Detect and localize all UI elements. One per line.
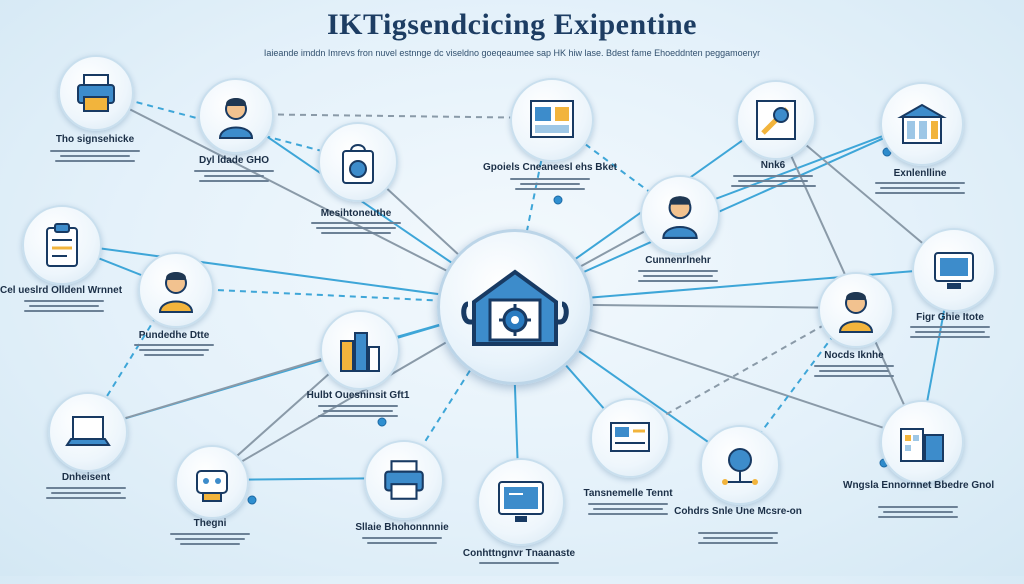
node-n19-caption <box>858 506 978 528</box>
node-n19-label: Wngsla Ennornnet Bbedre Gnol <box>843 480 995 491</box>
computer-icon <box>498 481 544 522</box>
node-n13-caption <box>26 487 146 509</box>
node-n11-label: Figr Ghie Itote <box>916 312 984 323</box>
office-icon <box>900 428 944 462</box>
node-n19 <box>880 400 964 484</box>
node-n2-label: Dyl ldade GHO <box>198 155 269 166</box>
monitor-icon <box>934 252 974 289</box>
printer-icon <box>77 74 115 112</box>
network-icon <box>722 448 758 485</box>
node-n17 <box>590 398 670 478</box>
node-n15-label: Sllaie Bhohonnnnie <box>355 522 449 533</box>
node-n14-caption <box>150 533 270 555</box>
node-n12-label: Nocds Iknhe <box>824 350 884 361</box>
connector-dot <box>247 495 257 505</box>
person-icon <box>838 292 874 333</box>
link-node-n8-central-hub <box>173 287 513 305</box>
laptop-icon <box>65 416 111 446</box>
printer-icon <box>384 460 424 500</box>
node-n5-caption <box>713 175 833 197</box>
node-n10-caption <box>298 405 418 427</box>
node-n16-caption <box>459 562 579 584</box>
link-node-n2-node-n4 <box>233 113 551 119</box>
node-n12-caption <box>794 365 914 387</box>
node-n5-label: Nnk6 <box>760 160 786 171</box>
node-n9 <box>640 175 720 255</box>
node-n17-label: Tansnemelle Tennt <box>583 488 673 499</box>
node-n7-caption <box>4 300 124 322</box>
node-n7-label: Cel ueslrd Olldenl Wrnnet <box>0 285 123 296</box>
node-n18-caption <box>678 532 798 554</box>
link-node-n6-node-n9 <box>677 121 921 214</box>
node-n7 <box>22 205 102 285</box>
node-n6-caption <box>860 182 980 204</box>
clipboard-icon <box>46 223 78 267</box>
node-n12 <box>818 272 894 348</box>
connector-dot <box>553 195 563 205</box>
robot-icon <box>196 470 228 502</box>
person-icon <box>158 272 194 313</box>
node-n3-label: Mesihtoneuthe <box>320 208 392 219</box>
store-icon <box>897 103 947 144</box>
node-n2 <box>198 78 274 154</box>
person-icon <box>218 98 254 139</box>
building-icon <box>340 332 380 372</box>
node-n8 <box>138 252 214 328</box>
node-n10-label: Hulbt Ouesninsit Gft1 <box>306 390 410 401</box>
node-n1 <box>58 55 134 131</box>
tools-icon <box>756 100 796 140</box>
node-n1-label: Tho signsehicke <box>55 134 135 145</box>
dashboard-icon <box>530 100 574 138</box>
node-n16 <box>477 458 565 546</box>
node-n4 <box>510 78 594 162</box>
node-n3-caption <box>296 222 416 244</box>
person-icon <box>662 196 698 239</box>
node-n5 <box>736 80 816 160</box>
node-n18 <box>700 425 780 505</box>
node-n14-label: Thegni <box>193 518 227 529</box>
node-n13 <box>48 392 128 472</box>
link-node-n7-central-hub <box>59 242 513 305</box>
house-gear-icon <box>461 269 569 346</box>
node-n1-caption <box>35 150 155 172</box>
node-n3 <box>318 122 398 202</box>
node-n6-label: Exnlenlline <box>893 168 947 179</box>
link-node-n1-central-hub <box>93 90 513 305</box>
node-n18-label: Cohdrs Snle Une Mcsre-on <box>674 506 802 517</box>
page-title: IKTigsendcicing Exipentine <box>326 8 697 41</box>
node-n9-label: Cunnenrlnehr <box>645 255 711 266</box>
node-n2-caption <box>174 170 294 192</box>
node-n4-caption <box>490 178 610 200</box>
node-n8-label: Pundedhe Dtte <box>138 330 210 341</box>
node-n4-label: Gpoiels Cneaneesl ehs Bket <box>483 162 617 173</box>
connector-dot <box>377 417 387 427</box>
node-n10 <box>320 310 400 390</box>
node-n14 <box>175 445 249 519</box>
node-n15 <box>364 440 444 520</box>
node-n11 <box>912 228 996 312</box>
node-n9-caption <box>618 270 738 292</box>
link-node-n13-node-n10 <box>85 347 359 431</box>
bag-icon <box>342 144 374 184</box>
node-n16-label: Conhttngnvr Tnaanaste <box>462 548 576 559</box>
node-n17-caption <box>568 503 688 525</box>
node-n15-caption <box>342 537 462 559</box>
node-n11-caption <box>890 326 1010 348</box>
central-hub <box>437 229 593 385</box>
page-subtitle: Iaieande imddn Imrevs fron nuvel estnnge… <box>263 48 761 58</box>
screen-icon <box>610 422 650 452</box>
node-n6 <box>880 82 964 166</box>
node-n13-label: Dnheisent <box>61 472 111 483</box>
node-n8-caption <box>114 344 234 366</box>
